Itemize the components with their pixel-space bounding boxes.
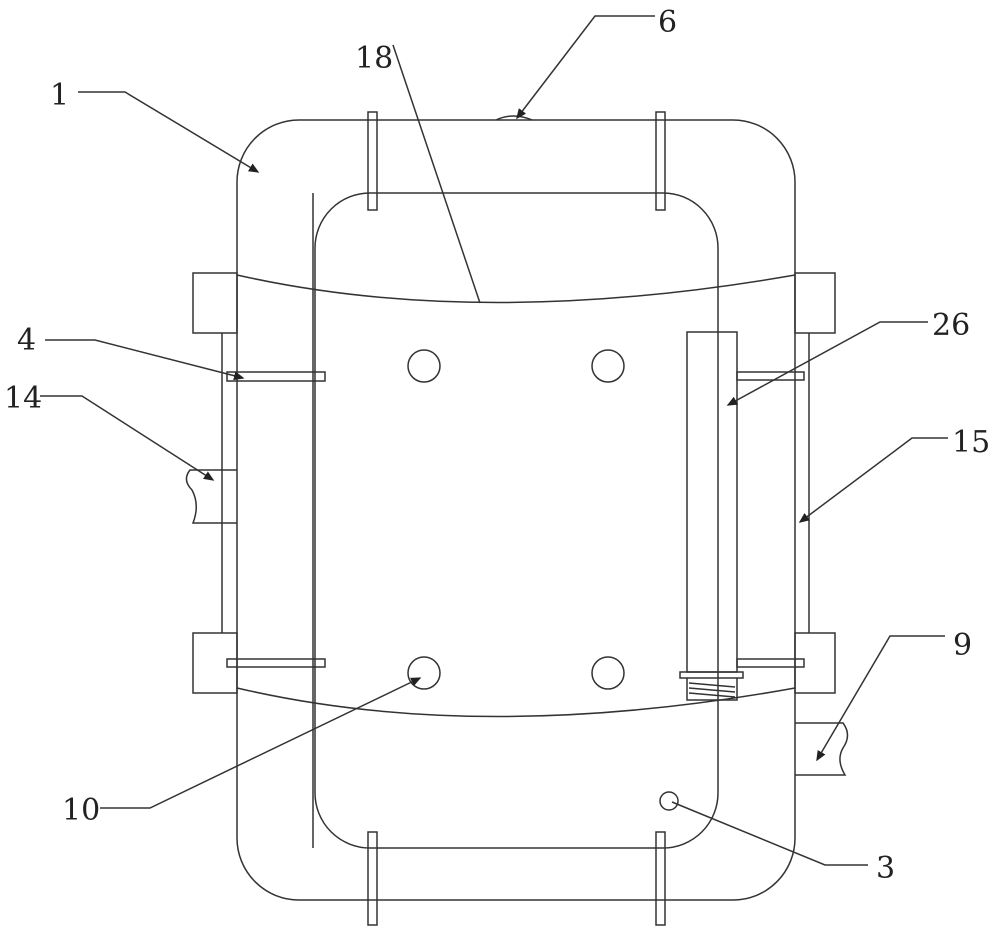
leader-15 [798,437,948,523]
label-3: 3 [876,851,895,886]
hole [407,349,441,383]
leader-10 [100,677,422,809]
right-bracket-top [794,272,836,334]
leader-1 [78,91,260,173]
right-strap-top [736,371,805,381]
right-column [686,331,738,673]
left-strap-top [226,371,326,382]
top-fitting [495,115,533,121]
clamp-top-right [655,111,666,211]
outer-frame [236,119,796,901]
drain-hole [659,791,679,811]
right-strap-bottom [736,658,805,668]
leader-6 [516,15,655,120]
label-10: 10 [62,793,100,828]
leader-18 [392,44,481,304]
leader-14 [40,395,215,481]
leader-26 [726,321,928,406]
hole [591,349,625,383]
leader-3 [671,801,868,866]
label-4: 4 [17,323,36,358]
label-1: 1 [50,78,69,113]
inner-frame [314,192,719,849]
left-pipe [185,469,237,524]
clamp-bottom-left [367,831,378,926]
label-9: 9 [953,628,972,663]
hole [591,656,625,690]
top-curve [236,274,796,304]
left-bracket-bottom [192,632,238,694]
hole [407,656,441,690]
column-thread [686,678,738,701]
clamp-top-left [367,111,378,211]
left-bracket-top [192,272,238,334]
label-15: 15 [952,425,990,460]
right-pipe [795,722,849,776]
label-26: 26 [932,308,970,343]
label-6: 6 [658,5,677,40]
column-flange [679,671,744,679]
bottom-curve [236,687,796,718]
left-strap-bottom [226,658,326,668]
clamp-bottom-right [655,831,666,926]
label-18: 18 [355,41,393,76]
label-14: 14 [4,381,42,416]
leader-4 [45,339,245,381]
leader-9 [816,635,945,762]
right-bracket-bottom [794,632,836,694]
